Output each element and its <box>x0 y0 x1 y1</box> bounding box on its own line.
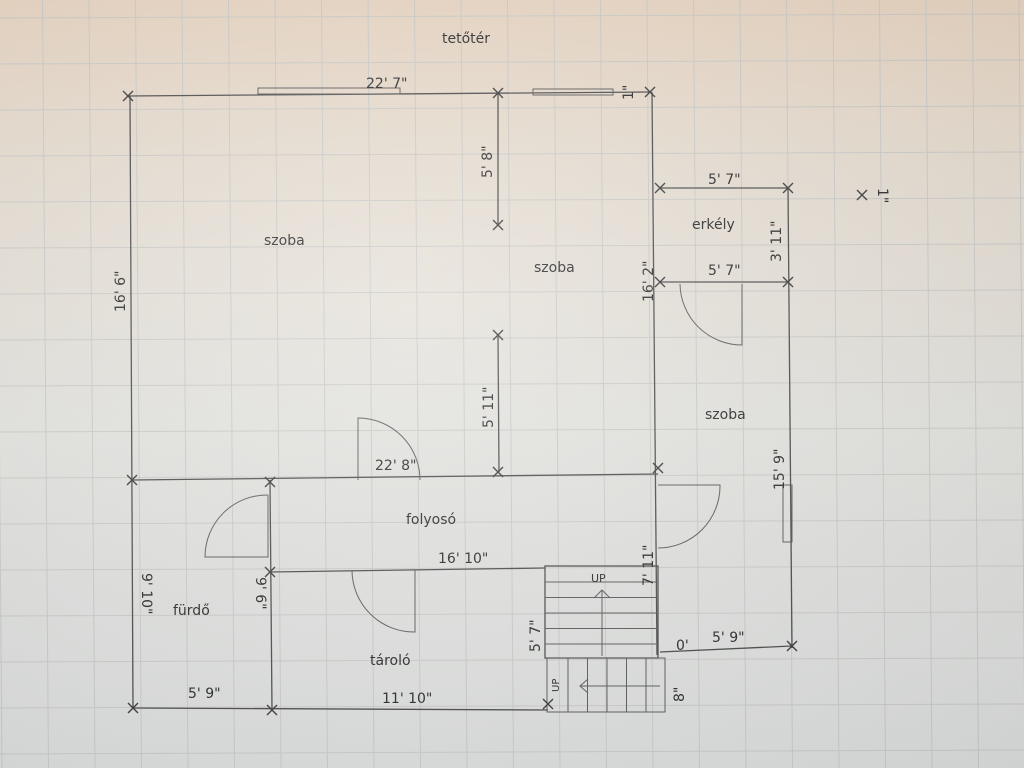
grid-line <box>0 289 1024 295</box>
vertex-marker <box>492 219 504 231</box>
grid-line <box>88 0 96 768</box>
dimension-label: 5' 11" <box>481 387 497 428</box>
grid-line <box>0 335 1024 341</box>
vertex-marker <box>492 466 504 478</box>
grid-line <box>693 0 700 768</box>
grid-line <box>0 151 1024 157</box>
grid-line <box>181 0 189 768</box>
walls <box>127 91 793 711</box>
dimension-label: 15' 9" <box>772 449 788 490</box>
grid-line <box>0 13 1024 19</box>
grid-line <box>321 0 328 768</box>
vertex-marker <box>652 462 664 474</box>
dimension-labels: 22' 7" 1" 5' 8" 5' 7" 5' 7" 3' 11" 1" 16… <box>113 76 890 707</box>
room-label: szoba <box>705 407 746 423</box>
grid-line <box>135 0 142 768</box>
vertex-marker <box>644 86 656 98</box>
grid-line <box>367 0 375 768</box>
grid-line <box>832 0 840 768</box>
dimension-label: 7' 11" <box>641 545 657 586</box>
vertex-marker <box>782 182 794 194</box>
grid-line <box>228 0 235 768</box>
grid-line <box>0 657 1024 663</box>
vertex-marker <box>492 87 504 99</box>
vertex-marker <box>786 640 798 652</box>
windows <box>257 87 793 543</box>
grid-line <box>0 519 1024 525</box>
grid-line <box>0 197 1024 203</box>
dimension-label: 5' 9" <box>712 630 745 646</box>
dimension-label: 9' 10" <box>138 573 154 614</box>
grid-line <box>0 703 1024 709</box>
vertex-marker <box>126 474 138 486</box>
grid-line <box>0 59 1024 65</box>
grid-line <box>0 381 1024 387</box>
vertex-marker <box>782 276 794 288</box>
vertices <box>122 86 868 716</box>
grid-line <box>0 105 1024 111</box>
dimension-label: 5' 7" <box>528 619 544 652</box>
dimension-label: 9' 6" <box>252 577 268 610</box>
grid-line <box>1018 0 1024 705</box>
grid-line <box>0 243 1024 249</box>
dimension-label: 1" <box>621 85 637 100</box>
grid-line <box>0 611 1024 617</box>
grid-line <box>42 0 49 768</box>
dimension-label: 22' 8" <box>375 458 416 474</box>
vertex-marker <box>264 566 276 578</box>
vertex-marker <box>122 90 134 102</box>
room-label: szoba <box>264 233 305 249</box>
staircase <box>544 565 666 713</box>
vertex-marker <box>266 704 278 716</box>
dimension-label: 11' 10" <box>382 691 432 707</box>
dimension-label: 16' 6" <box>113 271 129 312</box>
grid-line <box>0 427 1024 433</box>
dimension-label: 3' 11" <box>769 221 785 262</box>
dimension-label: 0' <box>676 638 689 654</box>
room-label: folyosó <box>406 512 456 528</box>
grid-line <box>274 0 282 768</box>
dimension-label: 16' 10" <box>438 551 488 567</box>
vertex-marker <box>264 476 276 488</box>
grid-line <box>739 0 747 768</box>
vertex-marker <box>856 189 868 201</box>
dimension-label: 5' 8" <box>480 145 496 178</box>
vertex-marker <box>127 702 139 714</box>
stair-up-label: UP <box>591 572 606 585</box>
vertex-marker <box>654 182 666 194</box>
room-label: erkély <box>692 217 735 233</box>
doors <box>204 283 743 633</box>
floor-title: tetőtér <box>442 31 490 47</box>
grid-line <box>0 749 1024 755</box>
grid-line <box>925 0 933 768</box>
vertex-marker <box>654 276 666 288</box>
dimension-label: 5' 9" <box>188 686 221 702</box>
dimension-label: 22' 7" <box>366 76 407 92</box>
grid-line <box>879 0 886 768</box>
dimension-label: 5' 7" <box>708 172 741 188</box>
room-label: fürdő <box>173 603 210 619</box>
room-label: szoba <box>534 260 575 276</box>
grid-line <box>972 0 979 768</box>
dimension-label: 16' 2" <box>641 261 657 302</box>
dimension-label: 8" <box>672 687 688 702</box>
vertex-marker <box>492 329 504 341</box>
dimension-label: 5' 7" <box>708 263 741 279</box>
grid-line <box>0 447 3 768</box>
room-label: tároló <box>370 653 411 669</box>
vertex-marker <box>542 698 554 710</box>
room-labels: szoba szoba erkély szoba folyosó fürdő t… <box>173 217 746 669</box>
dimension-label: 1" <box>874 188 890 203</box>
grid-line <box>646 0 654 768</box>
stair-up-label: UP <box>551 679 562 692</box>
